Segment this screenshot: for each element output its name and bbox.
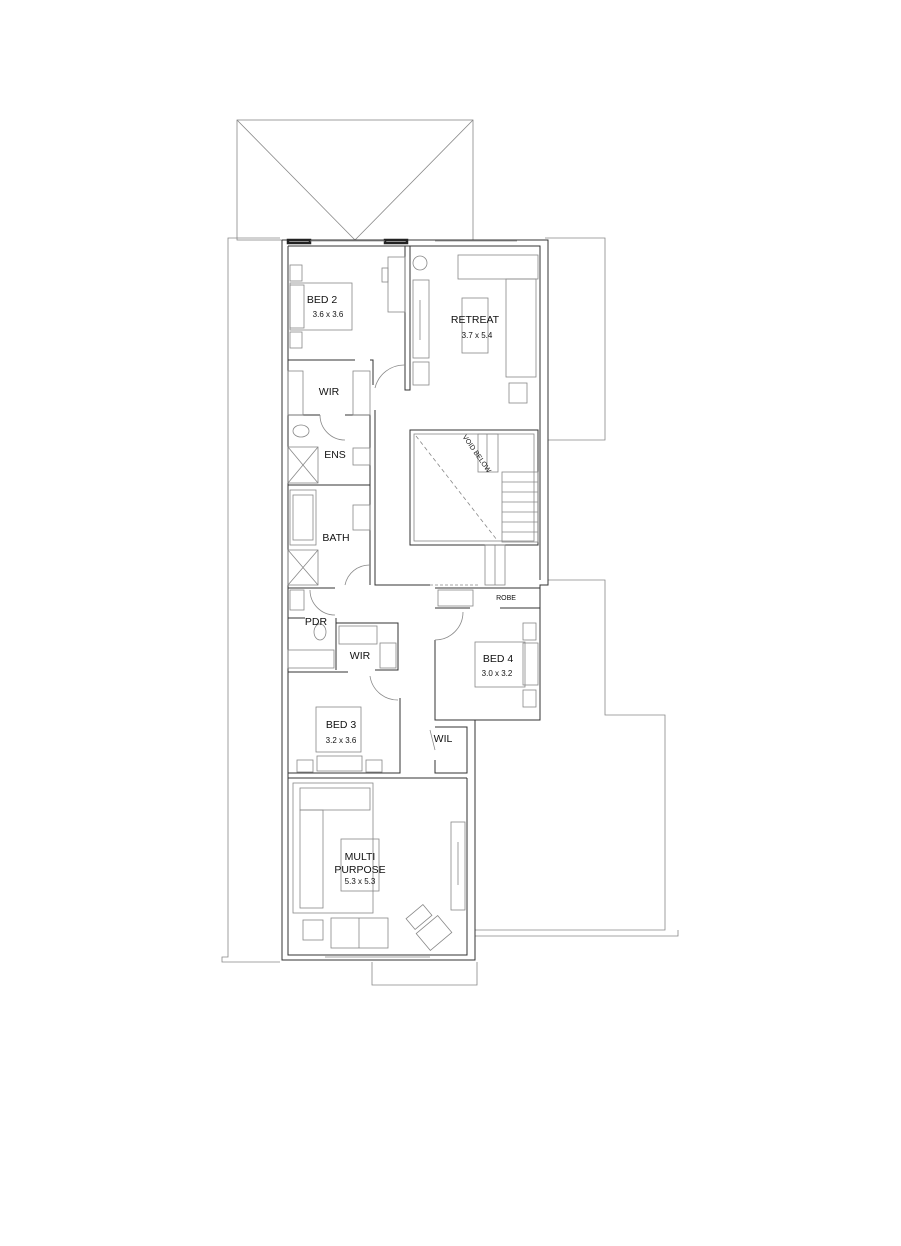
room-labels: BED 2 3.6 x 3.6 RETREAT 3.7 x 5.4 WIR EN…	[305, 294, 516, 886]
bed-4-size: 3.0 x 3.2	[482, 669, 513, 678]
pdr-label: PDR	[305, 616, 328, 628]
robe-label: ROBE	[496, 595, 516, 602]
bed-4-label: BED 4	[483, 653, 514, 665]
lower-floor-outline	[221, 237, 679, 986]
multi-purpose-label-line1: MULTI	[345, 851, 376, 863]
retreat-size: 3.7 x 5.4	[462, 331, 493, 340]
wir-1-label: WIR	[319, 386, 340, 398]
bath-label: BATH	[322, 532, 349, 544]
bed-3-size: 3.2 x 3.6	[326, 736, 357, 745]
retreat-label: RETREAT	[451, 314, 500, 326]
ens-label: ENS	[324, 449, 346, 461]
multi-purpose-size: 5.3 x 5.3	[345, 877, 376, 886]
bed-2-size: 3.6 x 3.6	[313, 310, 344, 319]
bed-2-bed	[289, 282, 353, 331]
door-swings	[309, 364, 464, 751]
bed-3-label: BED 3	[326, 719, 357, 731]
void-and-stairs	[409, 429, 539, 586]
wir-2-label: WIR	[350, 650, 371, 662]
bed-2-label: BED 2	[307, 294, 338, 306]
wil-label: WIL	[434, 733, 453, 745]
furniture	[287, 254, 539, 951]
multi-purpose-label-line2: PURPOSE	[334, 864, 385, 876]
roof-outline	[236, 119, 474, 241]
